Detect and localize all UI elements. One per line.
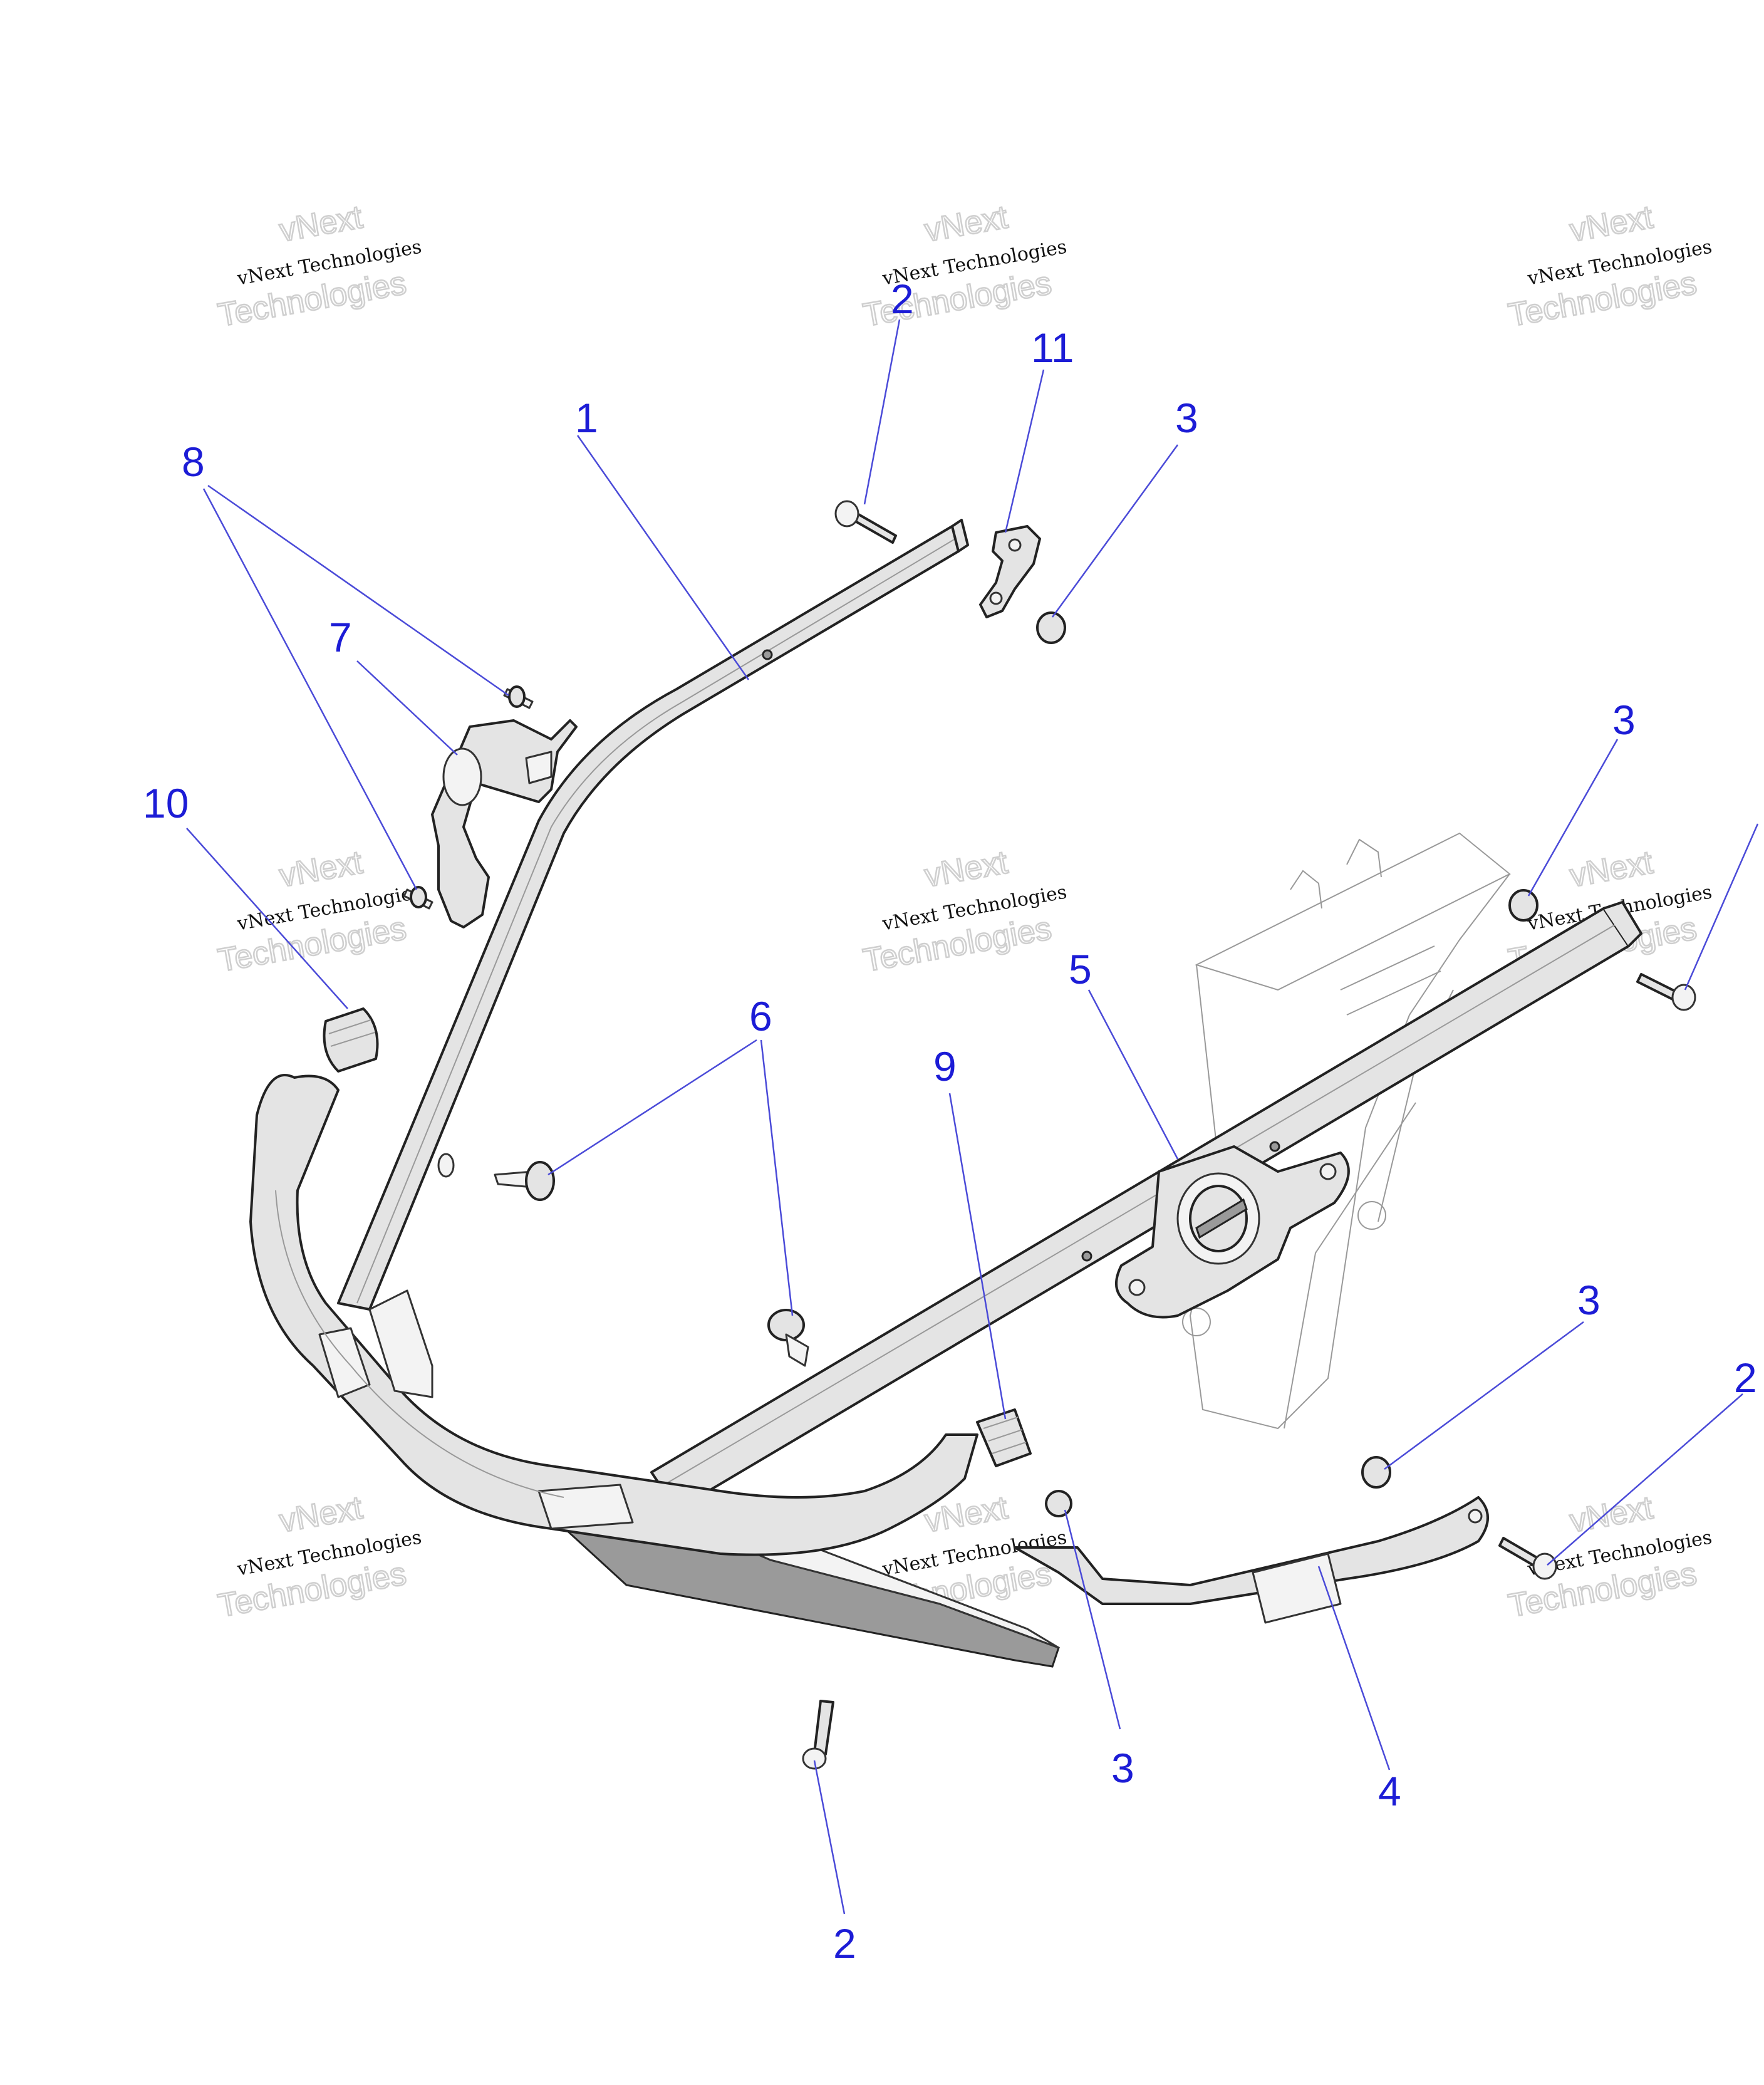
watermark: vNext vNext Technologies Technologies <box>215 198 423 335</box>
leader-3b <box>1527 739 1619 897</box>
callout-2: 2 <box>833 1920 856 1967</box>
watermark-text: vNext <box>277 1489 366 1539</box>
watermark: vNext vNext Technologies Technologies <box>860 198 1069 335</box>
watermark: vNext vNext Technologies Technologies <box>860 843 1069 980</box>
upper-tube <box>337 519 969 1311</box>
callout-3: 3 <box>1577 1277 1601 1323</box>
watermark-text: vNext <box>1567 1489 1656 1539</box>
end-cap <box>976 1408 1032 1467</box>
nut <box>1508 889 1538 922</box>
leader-5 <box>1087 989 1179 1160</box>
cross-tube <box>650 901 1642 1511</box>
callout-3: 3 <box>1111 1745 1134 1791</box>
leader-1 <box>576 435 750 680</box>
watermark-text: vNext <box>1567 844 1656 894</box>
nut <box>1361 1456 1391 1489</box>
leader-2a <box>863 319 901 505</box>
leader-4 <box>1317 1566 1391 1770</box>
leader-6b <box>760 1039 794 1316</box>
callout-6: 6 <box>749 993 772 1039</box>
leader-11 <box>1004 369 1045 533</box>
nut <box>1045 1490 1072 1517</box>
leader-10 <box>186 828 348 1009</box>
watermark: vNext vNext Technologies Technologies <box>215 1489 423 1625</box>
push-rivet <box>767 1309 809 1367</box>
bolt <box>834 500 897 544</box>
bolt <box>1498 1537 1557 1580</box>
callout-2: 2 <box>891 276 914 322</box>
watermark: vNext vNext Technologies Technologies <box>1505 198 1714 335</box>
callout-11: 11 <box>1031 325 1074 371</box>
bumper-loop <box>249 1074 978 1556</box>
pin <box>403 886 433 910</box>
leader-2b <box>1684 823 1759 991</box>
watermark: vNext vNext Technologies Technologies <box>215 843 423 980</box>
callout-labels: 1 2 2 2 3 3 3 3 4 5 6 7 8 9 10 11 <box>143 276 1757 1967</box>
leader-2c <box>1547 1393 1743 1566</box>
watermark-text: vNext <box>922 199 1011 249</box>
leader-3a <box>1051 444 1179 618</box>
upper-mount-bracket <box>431 719 578 928</box>
leader-8b <box>202 488 418 890</box>
watermark-text: vNext <box>1567 199 1656 249</box>
callout-8: 8 <box>182 439 205 485</box>
watermark-text: vNext <box>277 844 366 894</box>
callout-1: 1 <box>575 395 598 441</box>
leader-lines <box>186 319 1759 1915</box>
leader-8a <box>207 484 509 697</box>
bolt <box>802 1700 834 1770</box>
watermark-text: vNext <box>922 844 1011 894</box>
callout-2: 2 <box>1734 1354 1757 1401</box>
lower-bracket <box>1014 1496 1489 1624</box>
callout-10: 10 <box>143 780 189 826</box>
fasteners <box>323 500 1696 1770</box>
pin <box>503 685 534 709</box>
callout-7: 7 <box>329 614 352 660</box>
callout-9: 9 <box>933 1043 957 1089</box>
leader-9 <box>948 1093 1007 1420</box>
callout-3: 3 <box>1175 395 1198 441</box>
callout-4: 4 <box>1378 1768 1401 1814</box>
bolt <box>1636 973 1696 1011</box>
leader-6a <box>547 1039 757 1176</box>
callout-5: 5 <box>1069 946 1092 992</box>
callout-3: 3 <box>1612 697 1636 743</box>
gusset <box>368 1289 433 1398</box>
nut <box>1036 611 1066 644</box>
end-cap <box>323 1007 379 1073</box>
hitch-plate <box>1115 1145 1350 1319</box>
watermark-text: vNext <box>277 199 366 249</box>
leader-3d <box>1064 1509 1121 1730</box>
leader-3c <box>1384 1321 1584 1470</box>
leader-7 <box>356 660 458 756</box>
small-bracket <box>979 525 1041 618</box>
push-rivet <box>494 1161 555 1201</box>
leader-2d <box>813 1760 846 1915</box>
